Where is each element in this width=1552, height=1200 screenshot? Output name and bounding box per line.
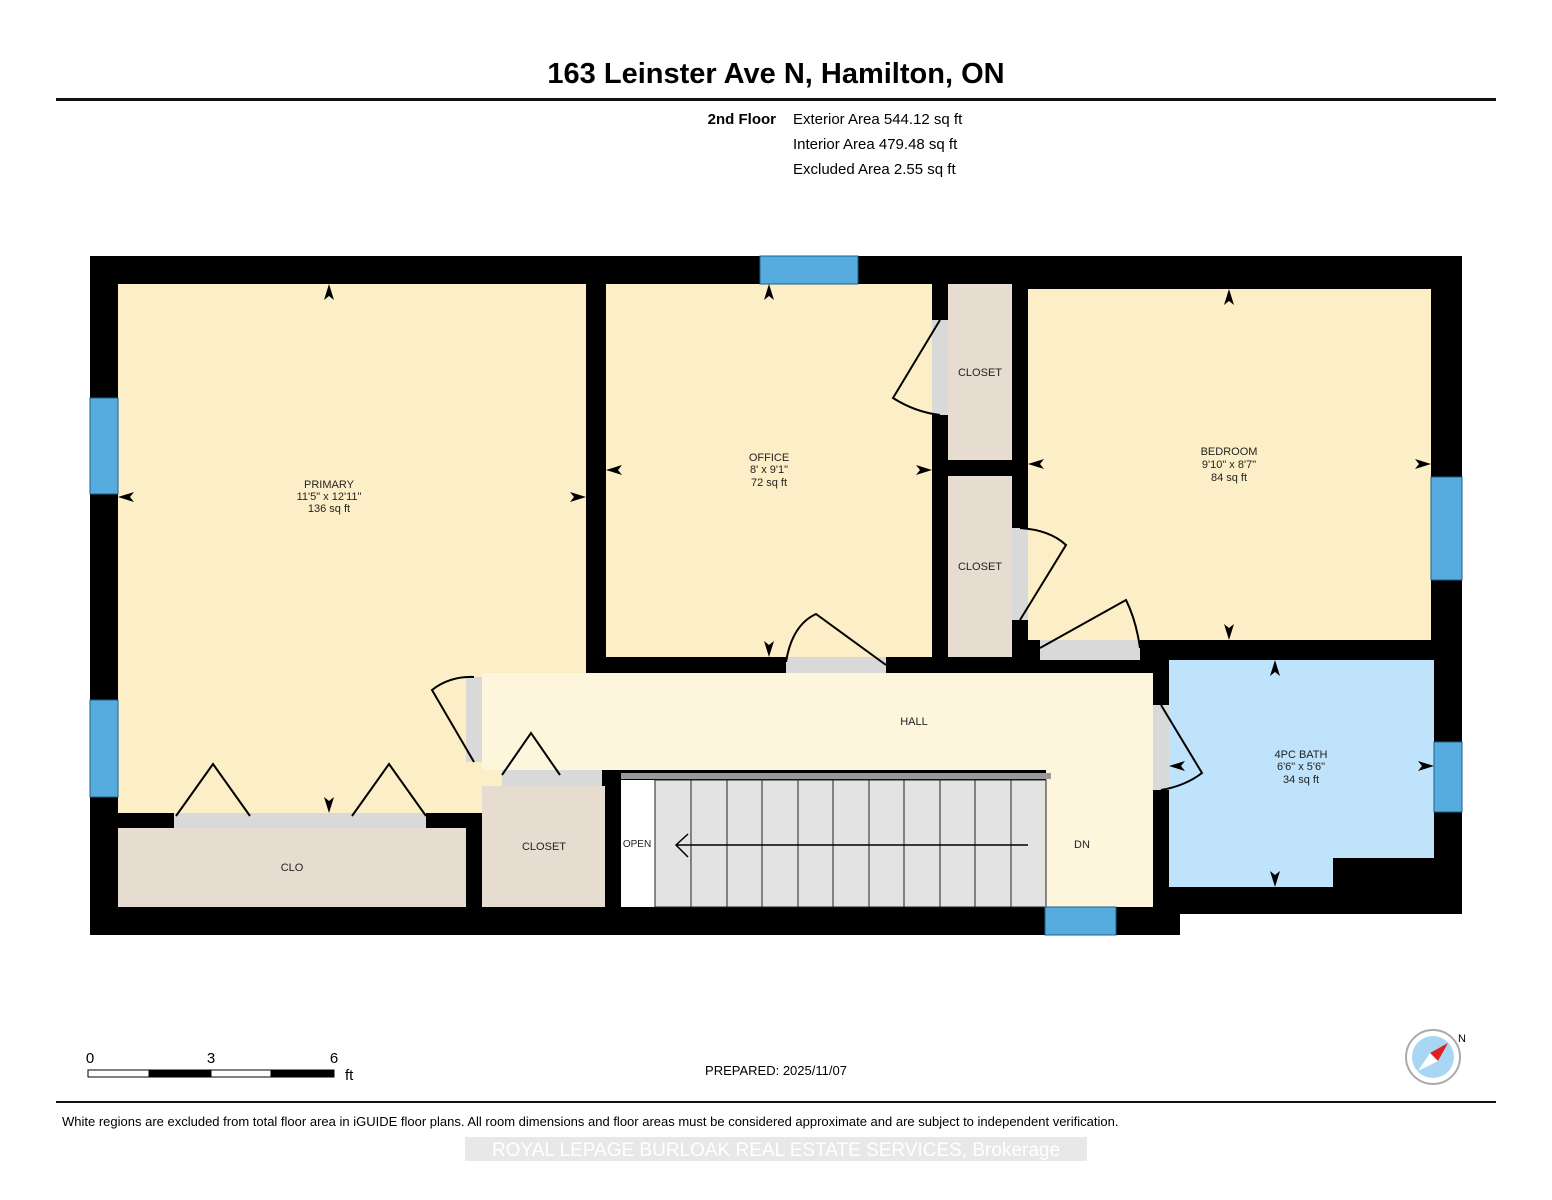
doors [174, 319, 1204, 828]
window-icon [89, 699, 119, 798]
watermark-bg [465, 1137, 1087, 1161]
staircase [621, 773, 1051, 908]
scale-tick: 3 [207, 1050, 215, 1067]
room-name: 4PC BATH [1275, 749, 1328, 761]
room-bedroom [1028, 289, 1431, 640]
dimension-arrows [118, 284, 1434, 887]
scale-bar: 0 3 6 ft [86, 1050, 354, 1084]
room-clo [118, 828, 466, 907]
compass-icon: N [1405, 1029, 1466, 1085]
room-name: CLOSET [522, 841, 566, 853]
window-icon [759, 255, 859, 285]
room-name: CLOSET [958, 367, 1002, 379]
room-closet-c [482, 786, 605, 907]
window-icon [1433, 741, 1463, 813]
room-closet-b [948, 476, 1012, 657]
scale-tick: 6 [330, 1050, 338, 1067]
scale-unit: ft [345, 1067, 354, 1084]
room-closet-a [948, 284, 1012, 460]
window-icon [89, 397, 119, 495]
room-hall [482, 673, 1153, 907]
room-dims: 9'10" x 8'7" [1202, 459, 1256, 471]
prepared-date: PREPARED: 2025/11/07 [705, 1063, 847, 1078]
disclaimer: White regions are excluded from total fl… [62, 1114, 1118, 1129]
exterior-area: Exterior Area 544.12 sq ft [793, 111, 963, 128]
window-icon [1044, 906, 1117, 936]
stair-dn-label: DN [1074, 839, 1090, 851]
floor-label: 2nd Floor [708, 111, 776, 128]
compass-north-label: N [1458, 1033, 1466, 1045]
window-icon [1430, 476, 1463, 581]
room-area: 136 sq ft [308, 503, 350, 515]
room-dims: 6'6" x 5'6" [1277, 761, 1325, 773]
room-bath [1169, 660, 1434, 887]
stair-arrow-icon [674, 833, 689, 858]
room-name: CLOSET [958, 561, 1002, 573]
room-dims: 8' x 9'1" [750, 464, 788, 476]
footer-divider [56, 1101, 1496, 1103]
excluded-area: Excluded Area 2.55 sq ft [793, 161, 956, 178]
scale-tick: 0 [86, 1050, 94, 1067]
room-name: OFFICE [749, 452, 789, 464]
room-area: 72 sq ft [751, 477, 787, 489]
room-name: CLO [281, 862, 304, 874]
room-name: HALL [900, 716, 928, 728]
open-area [621, 780, 655, 907]
open-label: OPEN [623, 839, 651, 850]
title-divider [56, 98, 1496, 101]
page-title: 163 Leinster Ave N, Hamilton, ON [547, 58, 1004, 90]
room-area: 34 sq ft [1283, 774, 1319, 786]
watermark: ROYAL LEPAGE BURLOAK REAL ESTATE SERVICE… [492, 1140, 1060, 1161]
room-name: BEDROOM [1201, 446, 1258, 458]
room-dims: 11'5" x 12'11" [297, 491, 362, 503]
room-office [606, 284, 932, 657]
windows [89, 255, 1463, 936]
room-area: 84 sq ft [1211, 472, 1247, 484]
interior-area: Interior Area 479.48 sq ft [793, 136, 958, 153]
room-name: PRIMARY [304, 479, 355, 491]
